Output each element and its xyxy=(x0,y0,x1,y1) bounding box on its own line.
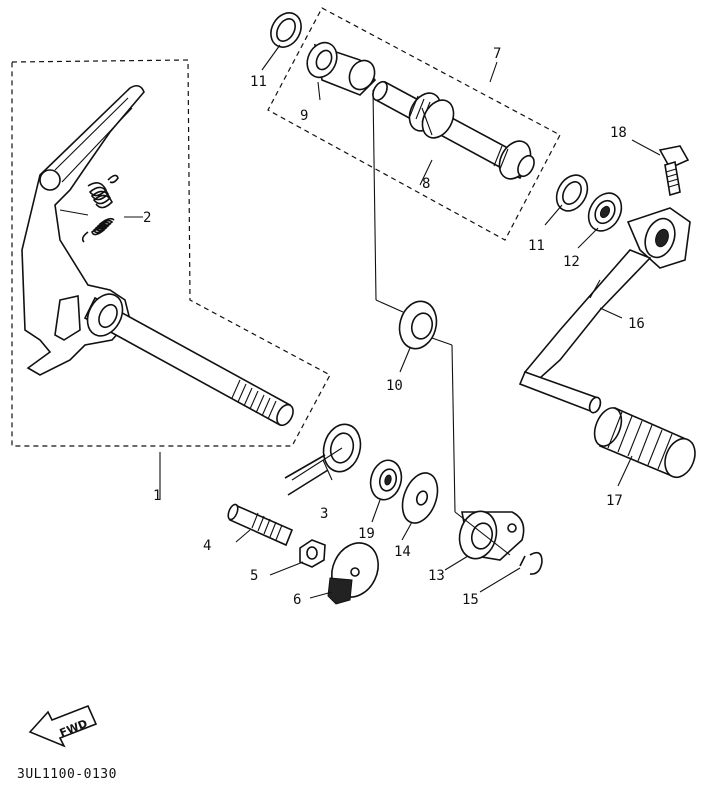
callout-9: 9 xyxy=(300,108,308,124)
callout-10: 10 xyxy=(386,378,403,394)
assembly-boundary-part-7 xyxy=(267,7,561,241)
splined-shaft-part-8 xyxy=(372,80,535,180)
washer-part-11-lower xyxy=(555,174,589,212)
callout-1: 1 xyxy=(153,488,161,504)
callout-15: 15 xyxy=(462,592,479,608)
shift-pedal-part-16 xyxy=(518,207,691,414)
callout-5: 5 xyxy=(250,568,258,584)
callout-14: 14 xyxy=(394,544,411,560)
washer-part-11-upper xyxy=(270,12,302,48)
callout-16: 16 xyxy=(628,316,645,332)
callout-3: 3 xyxy=(320,506,328,522)
spring-part-3 xyxy=(284,423,362,496)
leader-lines xyxy=(124,44,661,599)
shift-shaft-part xyxy=(21,84,294,427)
callout-12: 12 xyxy=(563,254,580,270)
shift-arm-part-13 xyxy=(458,510,525,561)
pedal-rubber-part-17 xyxy=(593,406,696,479)
washer-part-14 xyxy=(401,472,439,524)
circlip-part-15 xyxy=(519,551,543,575)
stud-bolt-part-4 xyxy=(227,503,294,547)
collar-part-9 xyxy=(306,41,377,96)
nut-part-5 xyxy=(299,539,326,568)
return-spring-part xyxy=(59,174,119,243)
bearing-part-19 xyxy=(369,459,403,501)
callout-7: 7 xyxy=(493,46,501,62)
oil-seal-part-12 xyxy=(587,192,623,232)
callout-19: 19 xyxy=(358,526,375,542)
callout-13: 13 xyxy=(428,568,445,584)
callout-2: 2 xyxy=(143,210,151,226)
callout-11b: 11 xyxy=(528,238,545,254)
callout-4: 4 xyxy=(203,538,211,554)
callout-11a: 11 xyxy=(250,74,267,90)
stopper-plate-part-6 xyxy=(327,542,379,605)
callout-17: 17 xyxy=(606,493,623,509)
bolt-part-18 xyxy=(658,145,690,197)
bushing-part-10 xyxy=(398,300,438,350)
callout-6: 6 xyxy=(293,592,301,608)
callout-18: 18 xyxy=(610,125,627,141)
drawing-code: 3UL1100-0130 xyxy=(17,767,117,782)
forward-arrow-icon: FWD xyxy=(28,704,98,748)
callout-8: 8 xyxy=(422,176,430,192)
